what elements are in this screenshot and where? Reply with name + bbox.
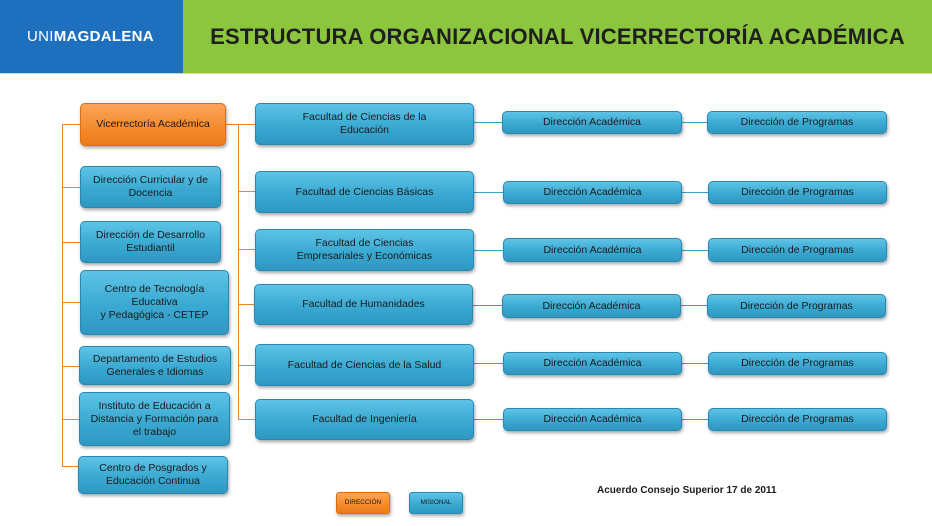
direccion-desarrollo-estudiantil-box: Dirección de Desarrollo Estudiantil [80, 221, 221, 263]
faculty-direction-connector [474, 363, 503, 364]
direccion-curricular-box: Dirección Curricular y de Docencia [80, 166, 221, 208]
direccion-academica-box: Dirección Académica [503, 181, 682, 204]
direccion-academica-box: Dirección Académica [502, 111, 682, 134]
direction-programs-connector [682, 192, 708, 193]
faculty-box: Facultad de Ciencias Empresariales y Eco… [255, 229, 474, 271]
logo-suffix: MAGDALENA [53, 28, 154, 45]
faculty-direction-connector [474, 122, 502, 123]
direction-programs-connector [682, 363, 708, 364]
faculty-tree-branch [238, 304, 254, 305]
faculty-direction-connector [474, 419, 503, 420]
direccion-academica-box: Dirección Académica [503, 352, 682, 375]
direccion-academica-box: Dirección Académica [503, 408, 682, 431]
direccion-programas-box: Dirección de Programas [708, 408, 887, 431]
left-tree-branch [62, 466, 78, 467]
left-tree-branch [62, 242, 80, 243]
logo-prefix: UNI [27, 28, 54, 45]
left-tree-branch [62, 187, 80, 188]
faculty-tree-branch [238, 191, 255, 192]
faculty-box: Facultad de Ciencias de la Educación [255, 103, 474, 145]
legend-direccion: DIRECCIÓN [336, 492, 390, 514]
title-banner: ESTRUCTURA ORGANIZACIONAL VICERRECTORÍA … [183, 0, 932, 73]
direccion-programas-box: Dirección de Programas [707, 111, 887, 134]
legend-misional: MISIONAL [409, 492, 463, 514]
left-tree-spine [62, 124, 63, 466]
direction-programs-connector [682, 250, 708, 251]
direccion-programas-box: Dirección de Programas [708, 181, 887, 204]
faculty-box: Facultad de Ciencias de la Salud [255, 344, 474, 386]
faculty-box: Facultad de Humanidades [254, 284, 473, 325]
faculty-direction-connector [474, 192, 503, 193]
agreement-note: Acuerdo Consejo Superior 17 de 2011 [597, 485, 777, 496]
faculty-direction-connector [473, 305, 502, 306]
left-tree-branch [62, 366, 79, 367]
faculty-direction-connector [474, 250, 503, 251]
faculty-tree-spine [238, 124, 239, 420]
left-tree-branch [62, 124, 80, 125]
direccion-academica-box: Dirección Académica [502, 294, 681, 318]
cetep-box: Centro de Tecnología Educativa y Pedagóg… [80, 270, 229, 335]
posgrados-box: Centro de Posgrados y Educación Continua [78, 456, 228, 494]
faculty-tree-branch [238, 249, 255, 250]
faculty-box: Facultad de Ciencias Básicas [255, 171, 474, 213]
direccion-programas-box: Dirección de Programas [708, 238, 887, 262]
direccion-academica-box: Dirección Académica [503, 238, 682, 262]
educacion-distancia-box: Instituto de Educación a Distancia y For… [79, 392, 230, 446]
direccion-programas-box: Dirección de Programas [707, 294, 886, 318]
faculty-box: Facultad de Ingeniería [255, 399, 474, 440]
estudios-generales-box: Departamento de Estudios Generales e Idi… [79, 346, 231, 385]
left-tree-branch [62, 302, 80, 303]
page-title: ESTRUCTURA ORGANIZACIONAL VICERRECTORÍA … [210, 23, 905, 49]
direction-programs-connector [681, 305, 707, 306]
vicerrectoria-academica-box: Vicerrectoría Académica [80, 103, 226, 146]
faculty-tree-branch [238, 419, 255, 420]
direccion-programas-box: Dirección de Programas [708, 352, 887, 375]
direction-programs-connector [682, 419, 708, 420]
header-divider [0, 73, 932, 74]
faculty-tree-branch [238, 365, 255, 366]
vicerrectoria-connector [226, 124, 255, 125]
left-tree-branch [62, 419, 79, 420]
direction-programs-connector [682, 122, 707, 123]
